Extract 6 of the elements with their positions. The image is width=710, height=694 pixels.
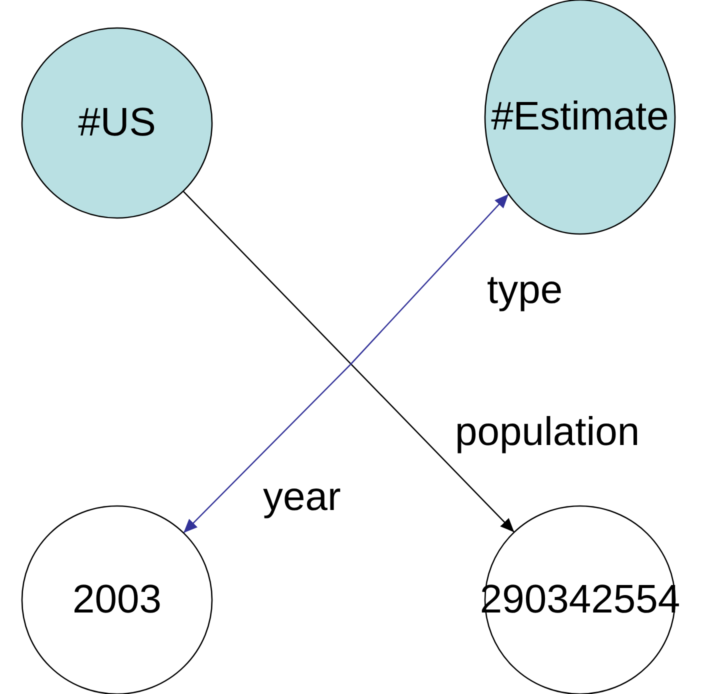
node-label: 2003 xyxy=(72,578,162,622)
arrow xyxy=(182,190,515,533)
node-label: #Estimate xyxy=(490,94,670,140)
arrow xyxy=(350,194,509,366)
node-label: #US xyxy=(77,100,157,146)
arrow xyxy=(183,364,350,534)
